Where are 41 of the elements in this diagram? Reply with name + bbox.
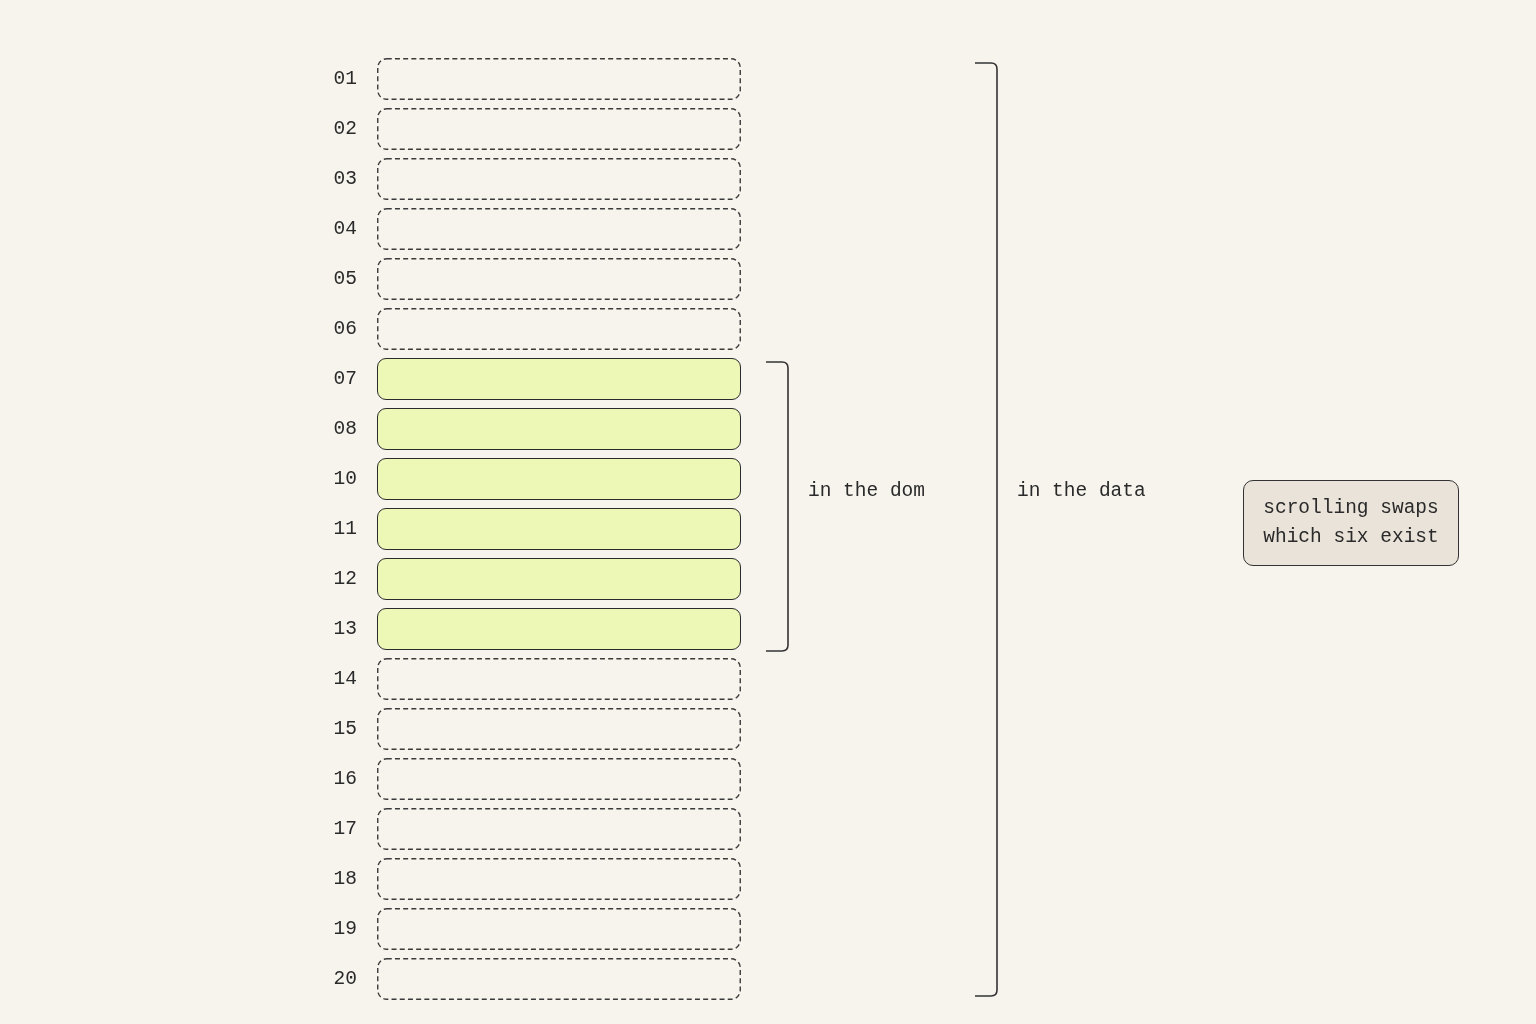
note-card: scrolling swaps which six exist bbox=[1243, 480, 1459, 566]
placeholder-row bbox=[377, 58, 741, 100]
row-number: 06 bbox=[332, 317, 357, 341]
placeholder-row bbox=[377, 908, 741, 950]
row-number: 20 bbox=[332, 967, 357, 991]
placeholder-row bbox=[377, 308, 741, 350]
rendered-row bbox=[377, 358, 741, 400]
row-number: 18 bbox=[332, 867, 357, 891]
row-number: 16 bbox=[332, 767, 357, 791]
row-number: 17 bbox=[332, 817, 357, 841]
placeholder-row bbox=[377, 858, 741, 900]
placeholder-row bbox=[377, 758, 741, 800]
placeholder-row bbox=[377, 158, 741, 200]
rendered-row bbox=[377, 508, 741, 550]
row-number: 01 bbox=[332, 67, 357, 91]
row-number: 12 bbox=[332, 567, 357, 591]
row-number: 07 bbox=[332, 367, 357, 391]
row-number: 13 bbox=[332, 617, 357, 641]
bracket-label: in the data bbox=[1017, 479, 1146, 503]
placeholder-row bbox=[377, 808, 741, 850]
placeholder-row bbox=[377, 258, 741, 300]
row-number: 03 bbox=[332, 167, 357, 191]
placeholder-row bbox=[377, 958, 741, 1000]
rendered-row bbox=[377, 458, 741, 500]
row-number: 14 bbox=[332, 667, 357, 691]
row-number: 02 bbox=[332, 117, 357, 141]
row-number: 15 bbox=[332, 717, 357, 741]
rendered-row bbox=[377, 408, 741, 450]
placeholder-row bbox=[377, 708, 741, 750]
placeholder-row bbox=[377, 108, 741, 150]
row-number: 19 bbox=[332, 917, 357, 941]
placeholder-row bbox=[377, 208, 741, 250]
rendered-row bbox=[377, 608, 741, 650]
row-number: 08 bbox=[332, 417, 357, 441]
row-number: 05 bbox=[332, 267, 357, 291]
row-number: 04 bbox=[332, 217, 357, 241]
row-number: 11 bbox=[332, 517, 357, 541]
rendered-row bbox=[377, 558, 741, 600]
row-number: 10 bbox=[332, 467, 357, 491]
bracket-label: in the dom bbox=[808, 479, 926, 503]
placeholder-row bbox=[377, 658, 741, 700]
